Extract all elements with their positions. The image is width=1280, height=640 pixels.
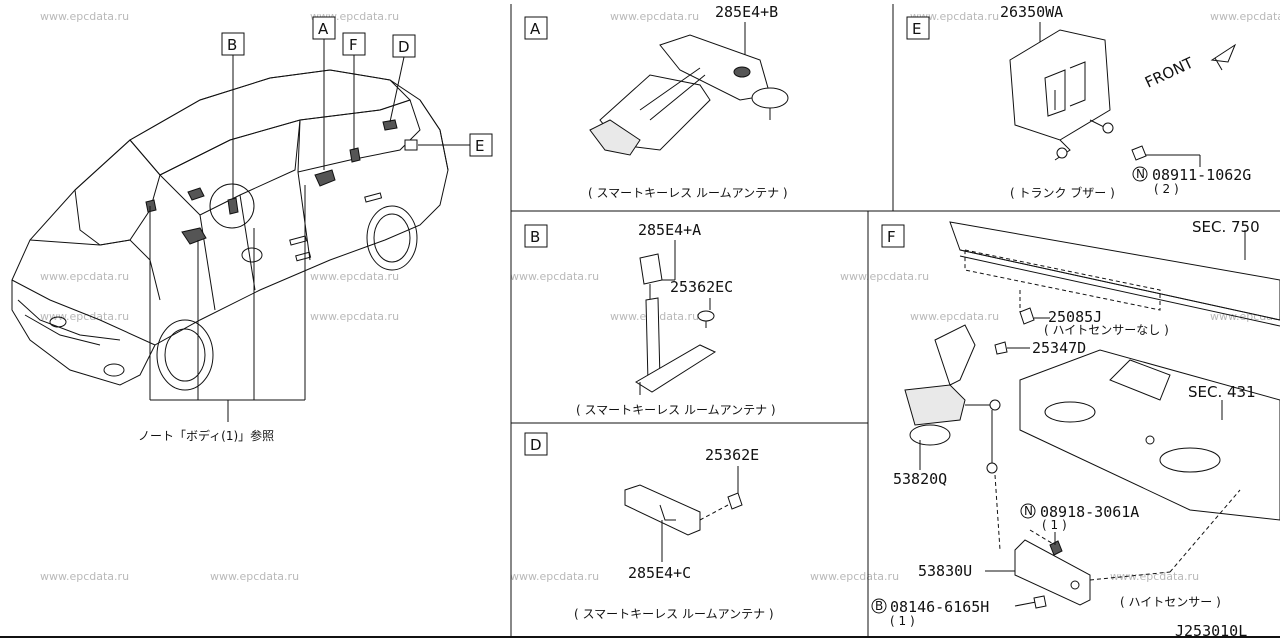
part-25085j-note: ( ハイトセンサーなし ): [1044, 323, 1169, 337]
panel-d: D 25362E 285E4+C ( スマートキーレス ルームアンテナ ): [524, 432, 774, 621]
diagram-code: J253010L: [1175, 622, 1247, 640]
watermark: www.epcdata.ru: [210, 570, 299, 583]
callout-f-label: F: [349, 36, 358, 54]
part-26350wa: 26350WA: [1000, 3, 1063, 21]
panel-e: E 26350WA FRONT N 08911-1062G ( 2 ) ( トラ…: [906, 3, 1251, 200]
front-label: FRONT: [1142, 53, 1197, 91]
watermark: www.epcdata.ru: [40, 570, 129, 583]
watermark: www.epcdata.ru: [510, 270, 599, 283]
part-08918-3061a: 08918-3061A: [1040, 503, 1139, 521]
panel-a-caption: ( スマートキーレス ルームアンテナ ): [588, 186, 788, 200]
watermark: www.epcdata.ru: [1210, 10, 1280, 23]
watermark: www.epcdata.ru: [40, 10, 129, 23]
panel-a: A 285E4+B ( スマートキーレス ルームアンテナ ): [524, 3, 789, 200]
part-25085j: 25085J: [1048, 308, 1102, 326]
part-53820q: 53820Q: [893, 470, 947, 488]
panel-f-nut-qty: ( 1 ): [1042, 518, 1067, 532]
callout-b-label: B: [227, 36, 237, 54]
watermark: www.epcdata.ru: [40, 310, 129, 323]
watermark: www.epcdata.ru: [310, 310, 399, 323]
panel-e-caption: ( トランク ブザー ): [1010, 185, 1115, 200]
panel-b-label: B: [530, 228, 540, 246]
panel-frames: [0, 4, 1280, 638]
panel-e-label: E: [912, 20, 921, 38]
watermark: www.epcdata.ru: [840, 270, 929, 283]
watermarks: www.epcdata.ru www.epcdata.ru www.epcdat…: [40, 10, 1280, 583]
panel-b: B 285E4+A 25362EC ( スマートキーレス ルームアンテナ ): [524, 221, 776, 417]
sec-750: SEC. 750: [1192, 218, 1260, 236]
callout-e-label: E: [475, 137, 484, 155]
watermark: www.epcdata.ru: [510, 570, 599, 583]
reference-note: ノート「ボディ(1)」参照: [138, 428, 274, 443]
callout-d-label: D: [398, 38, 410, 56]
panel-f-bolt-prefix: B: [875, 599, 883, 613]
panel-d-caption: ( スマートキーレス ルームアンテナ ): [574, 607, 774, 621]
panel-a-label: A: [530, 20, 541, 38]
panel-e-bolt-prefix: N: [1136, 167, 1145, 181]
panel-f-nut-prefix: N: [1024, 504, 1033, 518]
watermark: www.epcdata.ru: [1110, 570, 1199, 583]
sec-431: SEC. 431: [1188, 383, 1256, 401]
panel-f-bolt-qty: ( 1 ): [890, 614, 915, 628]
part-25347d: 25347D: [1032, 339, 1086, 357]
part-25362ec: 25362EC: [670, 278, 733, 296]
watermark: www.epcdata.ru: [310, 270, 399, 283]
panel-e-bolt-qty: ( 2 ): [1154, 182, 1179, 196]
part-285e4-b: 285E4+B: [715, 3, 778, 21]
overview-callouts: B A F D E ノート「ボディ(1)」参照: [138, 16, 493, 443]
part-285e4-c: 285E4+C: [628, 564, 691, 582]
part-08911-1062g: 08911-1062G: [1152, 166, 1251, 184]
panel-d-label: D: [530, 436, 542, 454]
watermark: www.epcdata.ru: [910, 310, 999, 323]
watermark: www.epcdata.ru: [40, 270, 129, 283]
part-53830u: 53830U: [918, 562, 972, 580]
panel-b-caption: ( スマートキーレス ルームアンテナ ): [576, 403, 776, 417]
callout-a-label: A: [318, 20, 329, 38]
panel-f-caption: ( ハイトセンサー ): [1120, 595, 1221, 609]
car-overview: [11, 69, 449, 391]
panel-f: F SEC. 750 SEC. 431: [871, 218, 1280, 628]
watermark: www.epcdata.ru: [810, 570, 899, 583]
watermark: www.epcdata.ru: [910, 10, 999, 23]
part-285e4-a: 285E4+A: [638, 221, 701, 239]
panel-f-label: F: [887, 228, 896, 246]
watermark: www.epcdata.ru: [610, 10, 699, 23]
part-25362e: 25362E: [705, 446, 759, 464]
part-08146-6165h: 08146-6165H: [890, 598, 989, 616]
